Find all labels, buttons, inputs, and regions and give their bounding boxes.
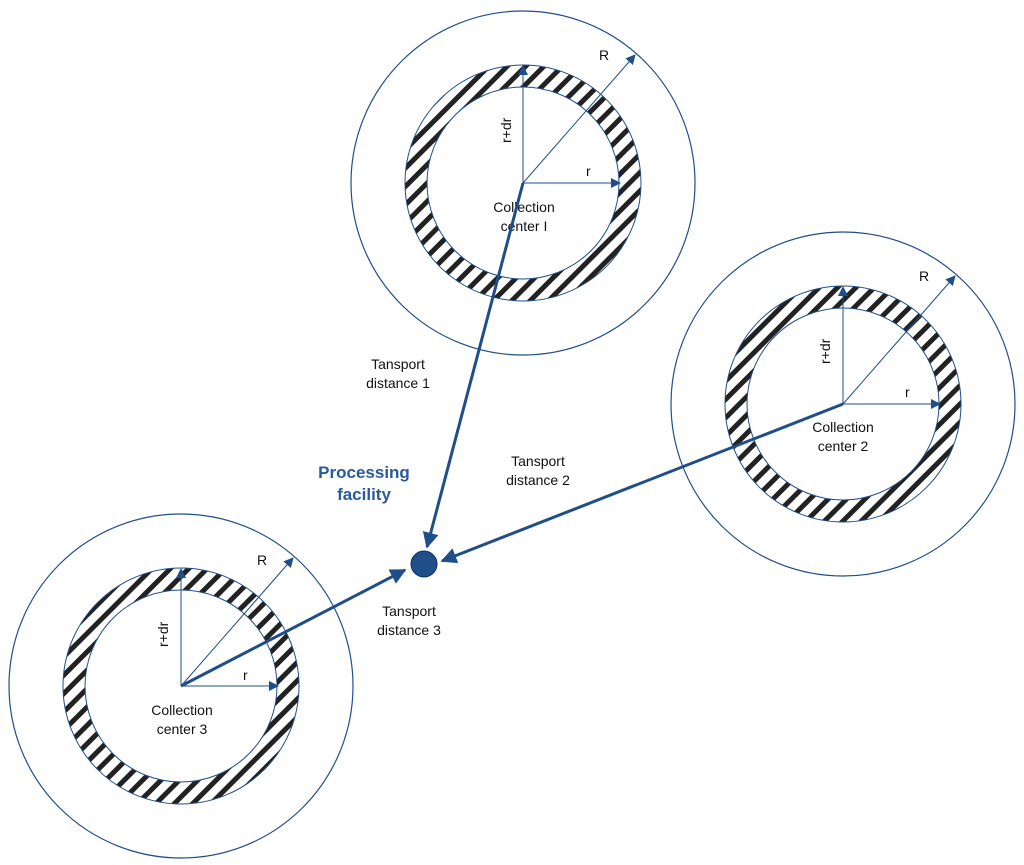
collection-center-3: R r r+dr Collection center 3 [8, 513, 354, 859]
outer-boundary-circle [350, 10, 696, 356]
center-name-line2: center 2 [818, 438, 869, 454]
center-name-line2: center I [501, 218, 548, 234]
label-r: r [905, 384, 910, 400]
label-R: R [919, 268, 929, 284]
radius-R-arrow [842, 275, 956, 405]
transport-arrow-1 [422, 182, 525, 549]
processing-facility: Processing facility [318, 463, 438, 578]
transport-distance-1-line2: distance 1 [366, 375, 430, 391]
label-r-plus-dr: r+dr [817, 338, 833, 364]
label-r-plus-dr: r+dr [498, 117, 514, 143]
label-r: r [586, 163, 591, 179]
center-name-line1: Collection [812, 419, 873, 435]
transport-arrow-2 [440, 402, 844, 564]
center-name-line1: Collection [493, 199, 554, 215]
collection-center-2: R r r+dr Collection center 2 [670, 231, 1016, 577]
outer-boundary-circle [8, 513, 354, 859]
label-r: r [243, 667, 248, 683]
processing-facility-title-line1: Processing [318, 463, 410, 482]
transport-distance-1-line1: Tansport [371, 356, 425, 372]
collection-center-1: R r r+dr Collection center I [350, 10, 696, 356]
label-R: R [257, 552, 267, 568]
outer-boundary-circle [670, 231, 1016, 577]
transport-distance-2-line2: distance 2 [506, 472, 570, 488]
transport-distance-3-line1: Tansport [382, 603, 436, 619]
processing-facility-node [410, 550, 438, 578]
label-R: R [599, 47, 609, 63]
label-r-plus-dr: r+dr [155, 621, 171, 647]
radius-R-arrow [522, 54, 636, 184]
transport-distance-3-line2: distance 3 [377, 622, 441, 638]
transport-routes [180, 182, 844, 688]
processing-facility-title-line2: facility [337, 485, 391, 504]
center-name-line2: center 3 [157, 721, 208, 737]
transport-distance-2-line1: Tansport [511, 453, 565, 469]
transport-arrow-3 [180, 568, 407, 688]
center-name-line1: Collection [151, 702, 212, 718]
radius-R-arrow [180, 557, 294, 687]
